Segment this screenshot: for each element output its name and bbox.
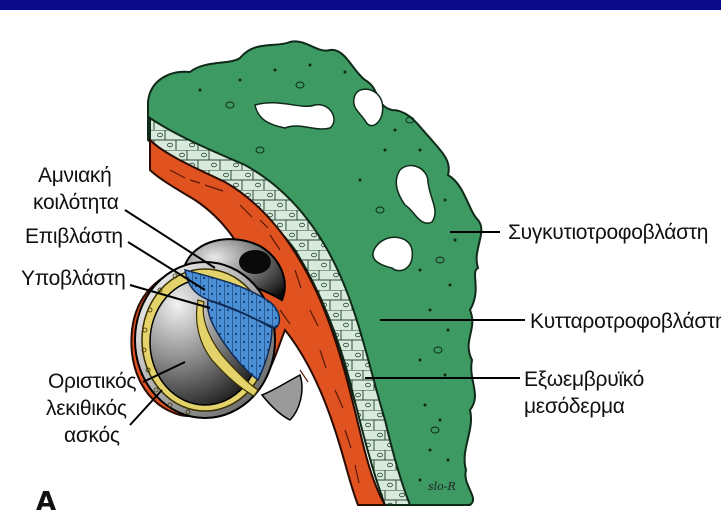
label-amniotic-cavity-2: κοιλότητα	[33, 191, 119, 214]
label-yolk-sac-3: ασκός	[64, 424, 120, 447]
label-mesoderm-2: μεσόδερμα	[524, 395, 625, 418]
connecting-shadow	[262, 375, 302, 420]
embryo-diagram: Αμνιακή κοιλότητα Επιβλάστη Υποβλάστη Ορ…	[0, 10, 721, 519]
amnion-opening	[239, 250, 271, 274]
label-mesoderm-1: Εξωεμβρυϊκό	[524, 368, 644, 391]
label-amniotic-cavity-1: Αμνιακή	[38, 164, 112, 187]
diagram-frame: Αμνιακή κοιλότητα Επιβλάστη Υποβλάστη Ορ…	[0, 10, 721, 519]
panel-letter: A	[36, 487, 56, 517]
label-syncytiotrophoblast: Συγκυτιοτροφοβλάστη	[508, 221, 708, 244]
label-yolk-sac-2: λεκιθικός	[46, 397, 127, 420]
label-epiblast: Επιβλάστη	[25, 225, 123, 248]
artist-signature: slo-R	[428, 480, 456, 493]
label-hypoblast: Υποβλάστη	[21, 267, 126, 290]
label-yolk-sac-1: Οριστικός	[48, 370, 136, 393]
label-cytotrophoblast: Κυτταροτροφοβλάστη	[530, 310, 721, 333]
